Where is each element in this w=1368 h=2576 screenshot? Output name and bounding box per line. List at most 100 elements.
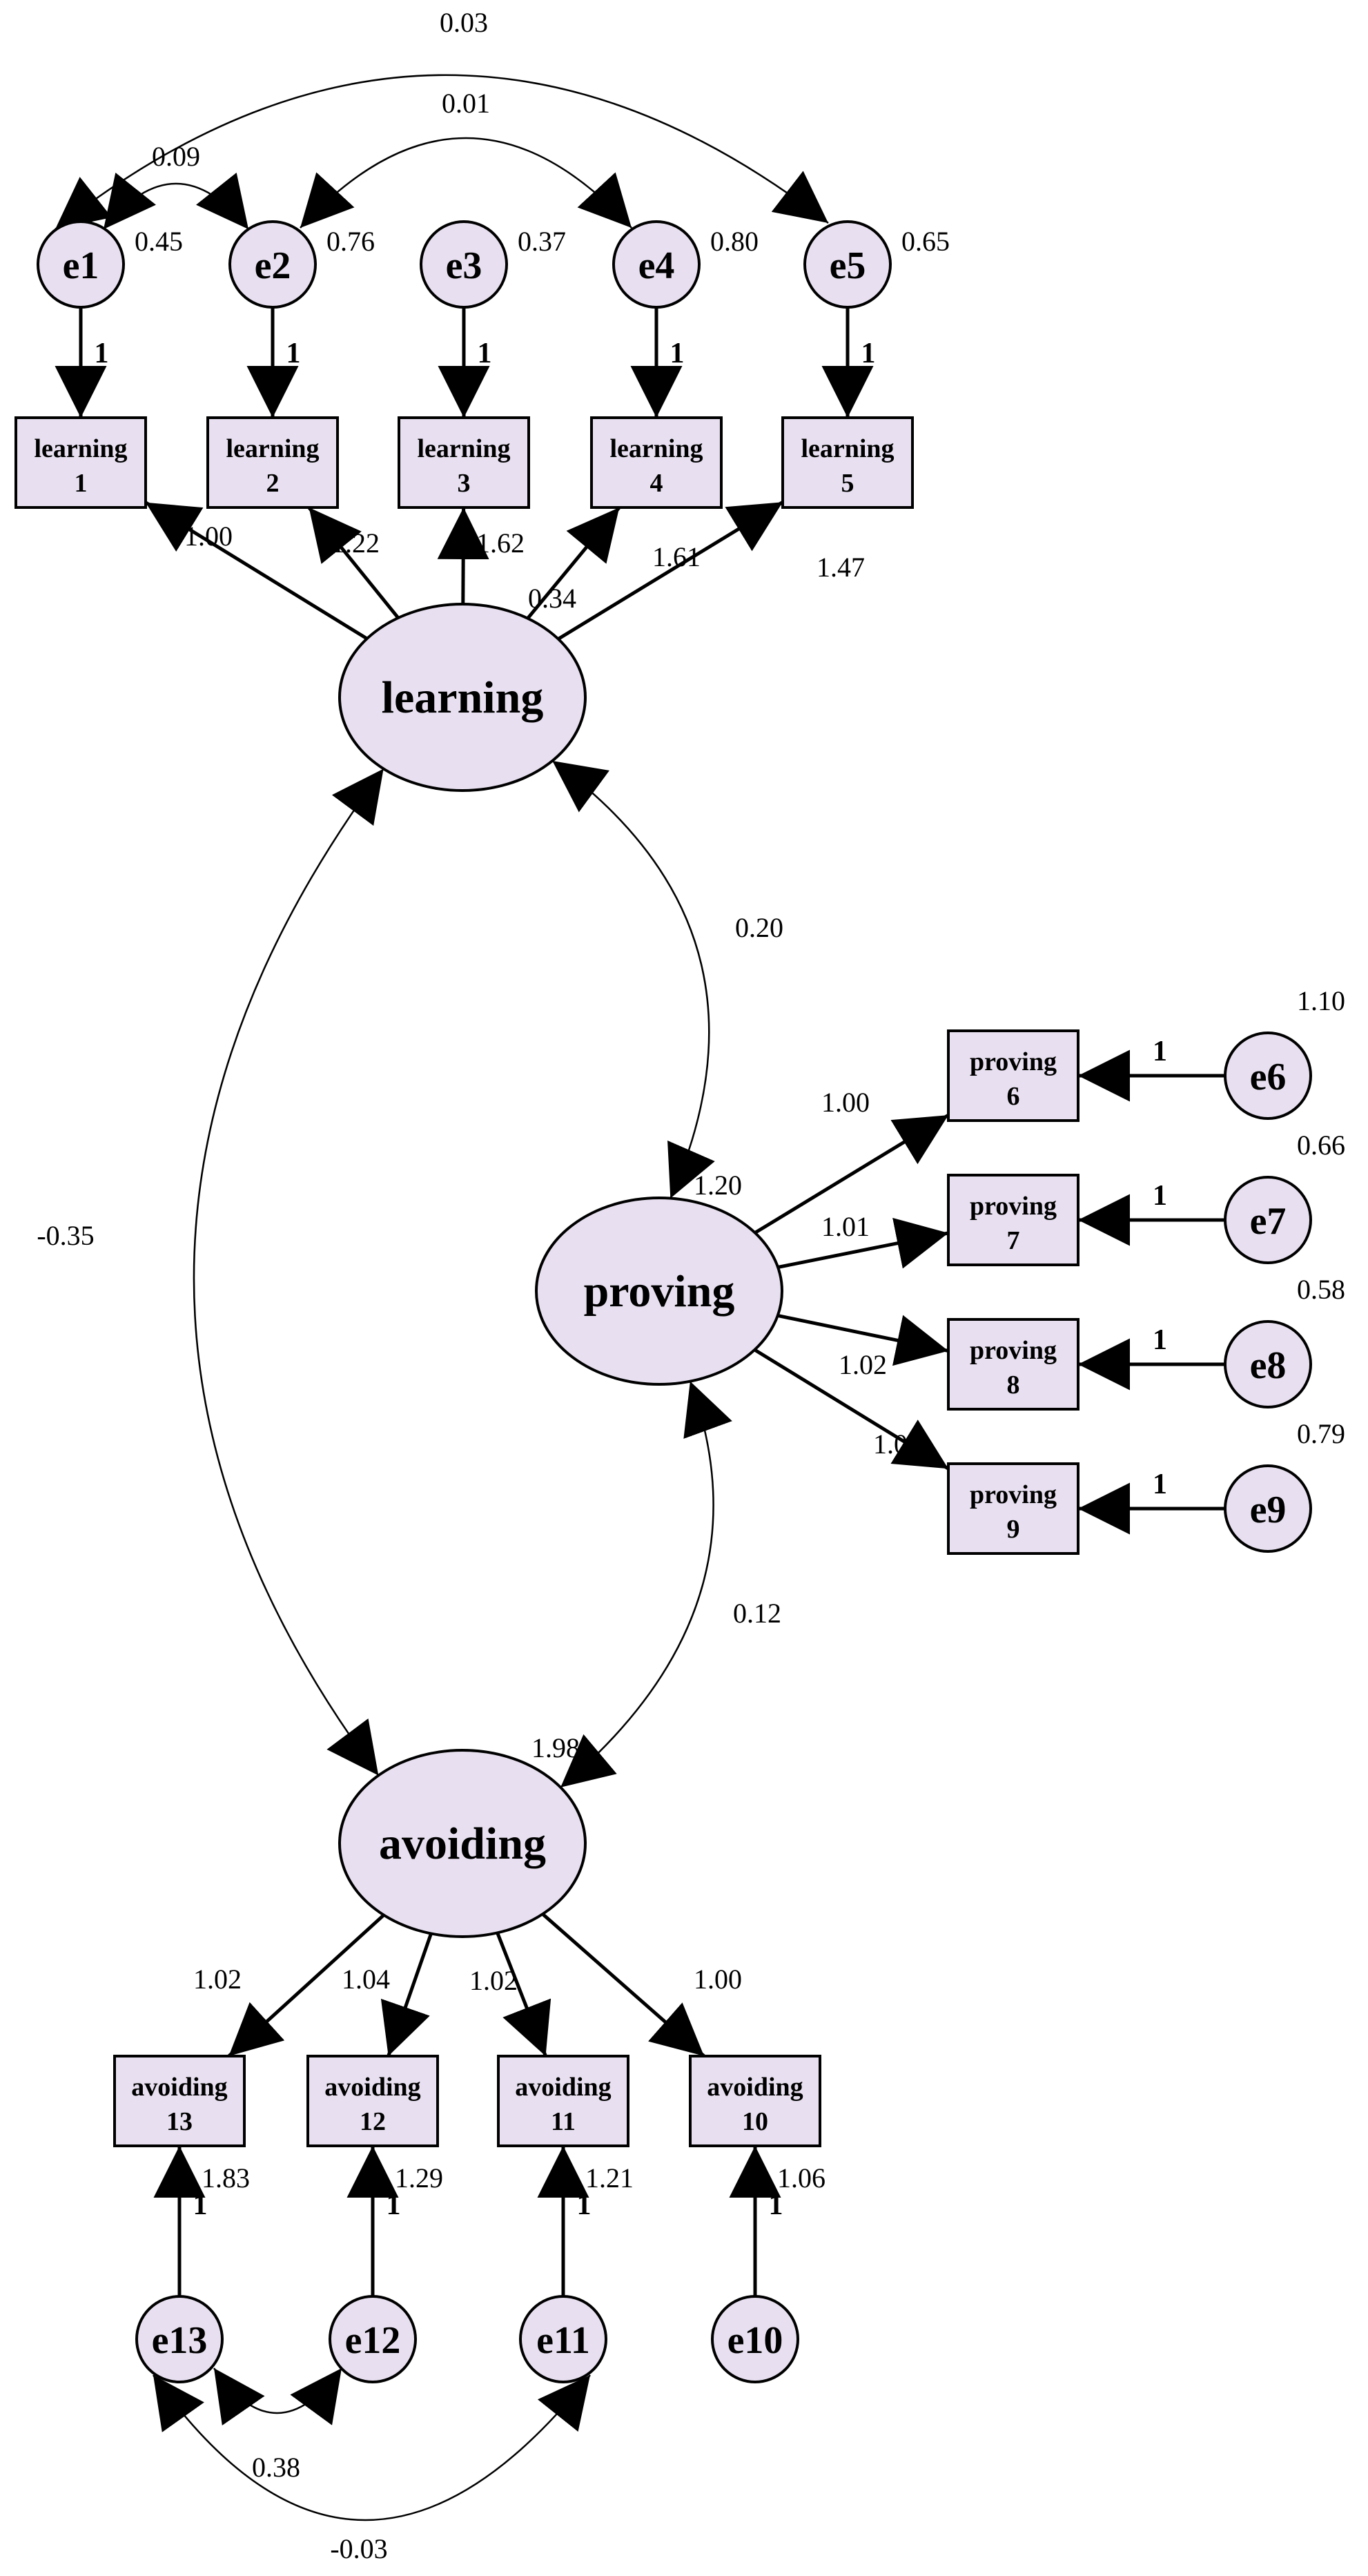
error-label-e5: e5 [830,244,866,287]
error-path-weight-e10: 1 [769,2189,783,2221]
indicator-number-avoiding13: 13 [166,2107,193,2136]
cov-e13-e12 [213,2367,343,2426]
cov-e13-e11 [152,2374,591,2521]
error-path-weight-e3: 1 [478,338,492,369]
indicator-name-avoiding11: avoiding [515,2073,611,2102]
error-e3 [420,220,508,309]
cov-label-e1-e5: 0.03 [440,7,488,38]
loading-path-learning3 [437,507,489,605]
indicator-name-learning3: learning [417,434,510,463]
indicator-name-avoiding10: avoiding [707,2073,803,2102]
error-variance-e6: 1.10 [1297,985,1345,1016]
error-label-e8: e8 [1250,1344,1287,1387]
error-variance-e7: 0.66 [1297,1130,1345,1161]
loading-path-avoiding10 [541,1912,705,2057]
indicator-avoiding12 [306,2055,439,2147]
error-e7 [1224,1176,1312,1264]
loading-label-proving8: 1.02 [839,1349,887,1380]
latent-variance-proving: 1.20 [694,1170,742,1201]
cov-e2-e4 [300,137,632,229]
indicator-name-avoiding13: avoiding [131,2073,227,2102]
indicator-avoiding11 [497,2055,629,2147]
error-path-weight-e6: 1 [1153,1036,1167,1067]
loading-path-proving6 [754,1114,950,1234]
error-path-weight-e2: 1 [286,338,301,369]
error-e9 [1224,1464,1312,1553]
indicator-number-avoiding10: 10 [742,2107,768,2136]
loading-path-avoiding13 [227,1913,385,2057]
indicator-proving8 [947,1318,1079,1411]
error-path-weight-e11: 1 [577,2189,592,2221]
indicator-number-learning3: 3 [458,469,471,498]
loading-label-learning5: 1.47 [817,552,865,583]
error-variance-e3: 0.37 [518,226,566,257]
error-e12 [329,2295,417,2383]
latent-label-proving: proving [584,1266,735,1317]
indicator-learning1 [14,416,147,509]
loading-path-avoiding12 [380,1933,433,2057]
indicator-learning5 [781,416,914,509]
loading-label-avoiding11: 1.02 [469,1965,518,1996]
cov-label-learning-proving: 0.20 [735,912,783,943]
indicator-name-learning1: learning [34,434,127,463]
cov-learning-avoiding [193,768,384,1776]
error-label-e9: e9 [1250,1489,1287,1531]
indicator-avoiding10 [689,2055,821,2147]
error-variance-e10: 1.06 [777,2162,825,2194]
loading-label-learning4: 1.61 [652,541,701,572]
cov-proving-avoiding [560,1381,732,1788]
loading-path-learning1 [144,501,369,641]
cov-learning-proving [551,759,715,1199]
error-variance-e12: 1.29 [395,2162,443,2194]
indicator-name-learning5: learning [801,434,894,463]
loading-label-learning3: 1.62 [476,527,525,559]
loading-path-learning2 [307,506,400,619]
indicator-name-avoiding12: avoiding [324,2073,420,2102]
loading-label-avoiding13: 1.02 [193,1964,242,1995]
error-variance-e9: 0.79 [1297,1418,1345,1449]
error-e10 [711,2295,799,2383]
loading-path-proving8 [777,1314,949,1366]
error-e13 [135,2295,224,2383]
indicator-learning2 [206,416,339,509]
error-e2 [228,220,317,309]
error-path-weight-e7: 1 [1153,1180,1167,1212]
loading-label-proving7: 1.01 [821,1211,870,1242]
error-variance-e13: 1.83 [202,2162,250,2194]
error-label-e3: e3 [446,244,482,287]
indicator-number-proving7: 7 [1007,1226,1020,1255]
indicator-name-proving9: proving [970,1480,1057,1509]
latent-label-learning: learning [382,672,544,723]
loading-path-avoiding11 [496,1932,551,2057]
loading-path-proving9 [754,1348,950,1471]
error-variance-e11: 1.21 [585,2162,634,2194]
latent-variance-avoiding: 1.98 [531,1732,580,1763]
latent-learning [338,603,587,792]
error-label-e6: e6 [1250,1056,1287,1098]
indicator-proving6 [947,1029,1079,1122]
latent-variance-learning: 0.34 [528,583,576,614]
loading-label-proving6: 1.00 [821,1087,870,1118]
loading-path-learning4 [526,506,621,620]
indicator-name-proving7: proving [970,1192,1057,1221]
indicator-number-learning2: 2 [266,469,280,498]
error-path-weight-e12: 1 [387,2189,401,2221]
error-e5 [803,220,892,309]
loading-label-learning2: 1.22 [331,527,380,559]
error-path-weight-e9: 1 [1153,1469,1167,1500]
error-e4 [612,220,701,309]
loading-label-proving9: 1.06 [873,1429,921,1460]
error-label-e13: e13 [152,2319,208,2362]
indicator-number-avoiding12: 12 [360,2107,386,2136]
indicator-learning3 [398,416,530,509]
error-e1 [37,220,125,309]
error-variance-e1: 0.45 [135,226,183,257]
cov-label-e13-e11: -0.03 [330,2533,387,2564]
indicator-name-proving6: proving [970,1047,1057,1076]
indicator-number-learning1: 1 [75,469,88,498]
error-path-weight-e1: 1 [95,338,109,369]
indicator-number-avoiding11: 11 [551,2107,576,2136]
loading-label-avoiding12: 1.04 [342,1964,390,1995]
error-label-e12: e12 [345,2319,401,2362]
